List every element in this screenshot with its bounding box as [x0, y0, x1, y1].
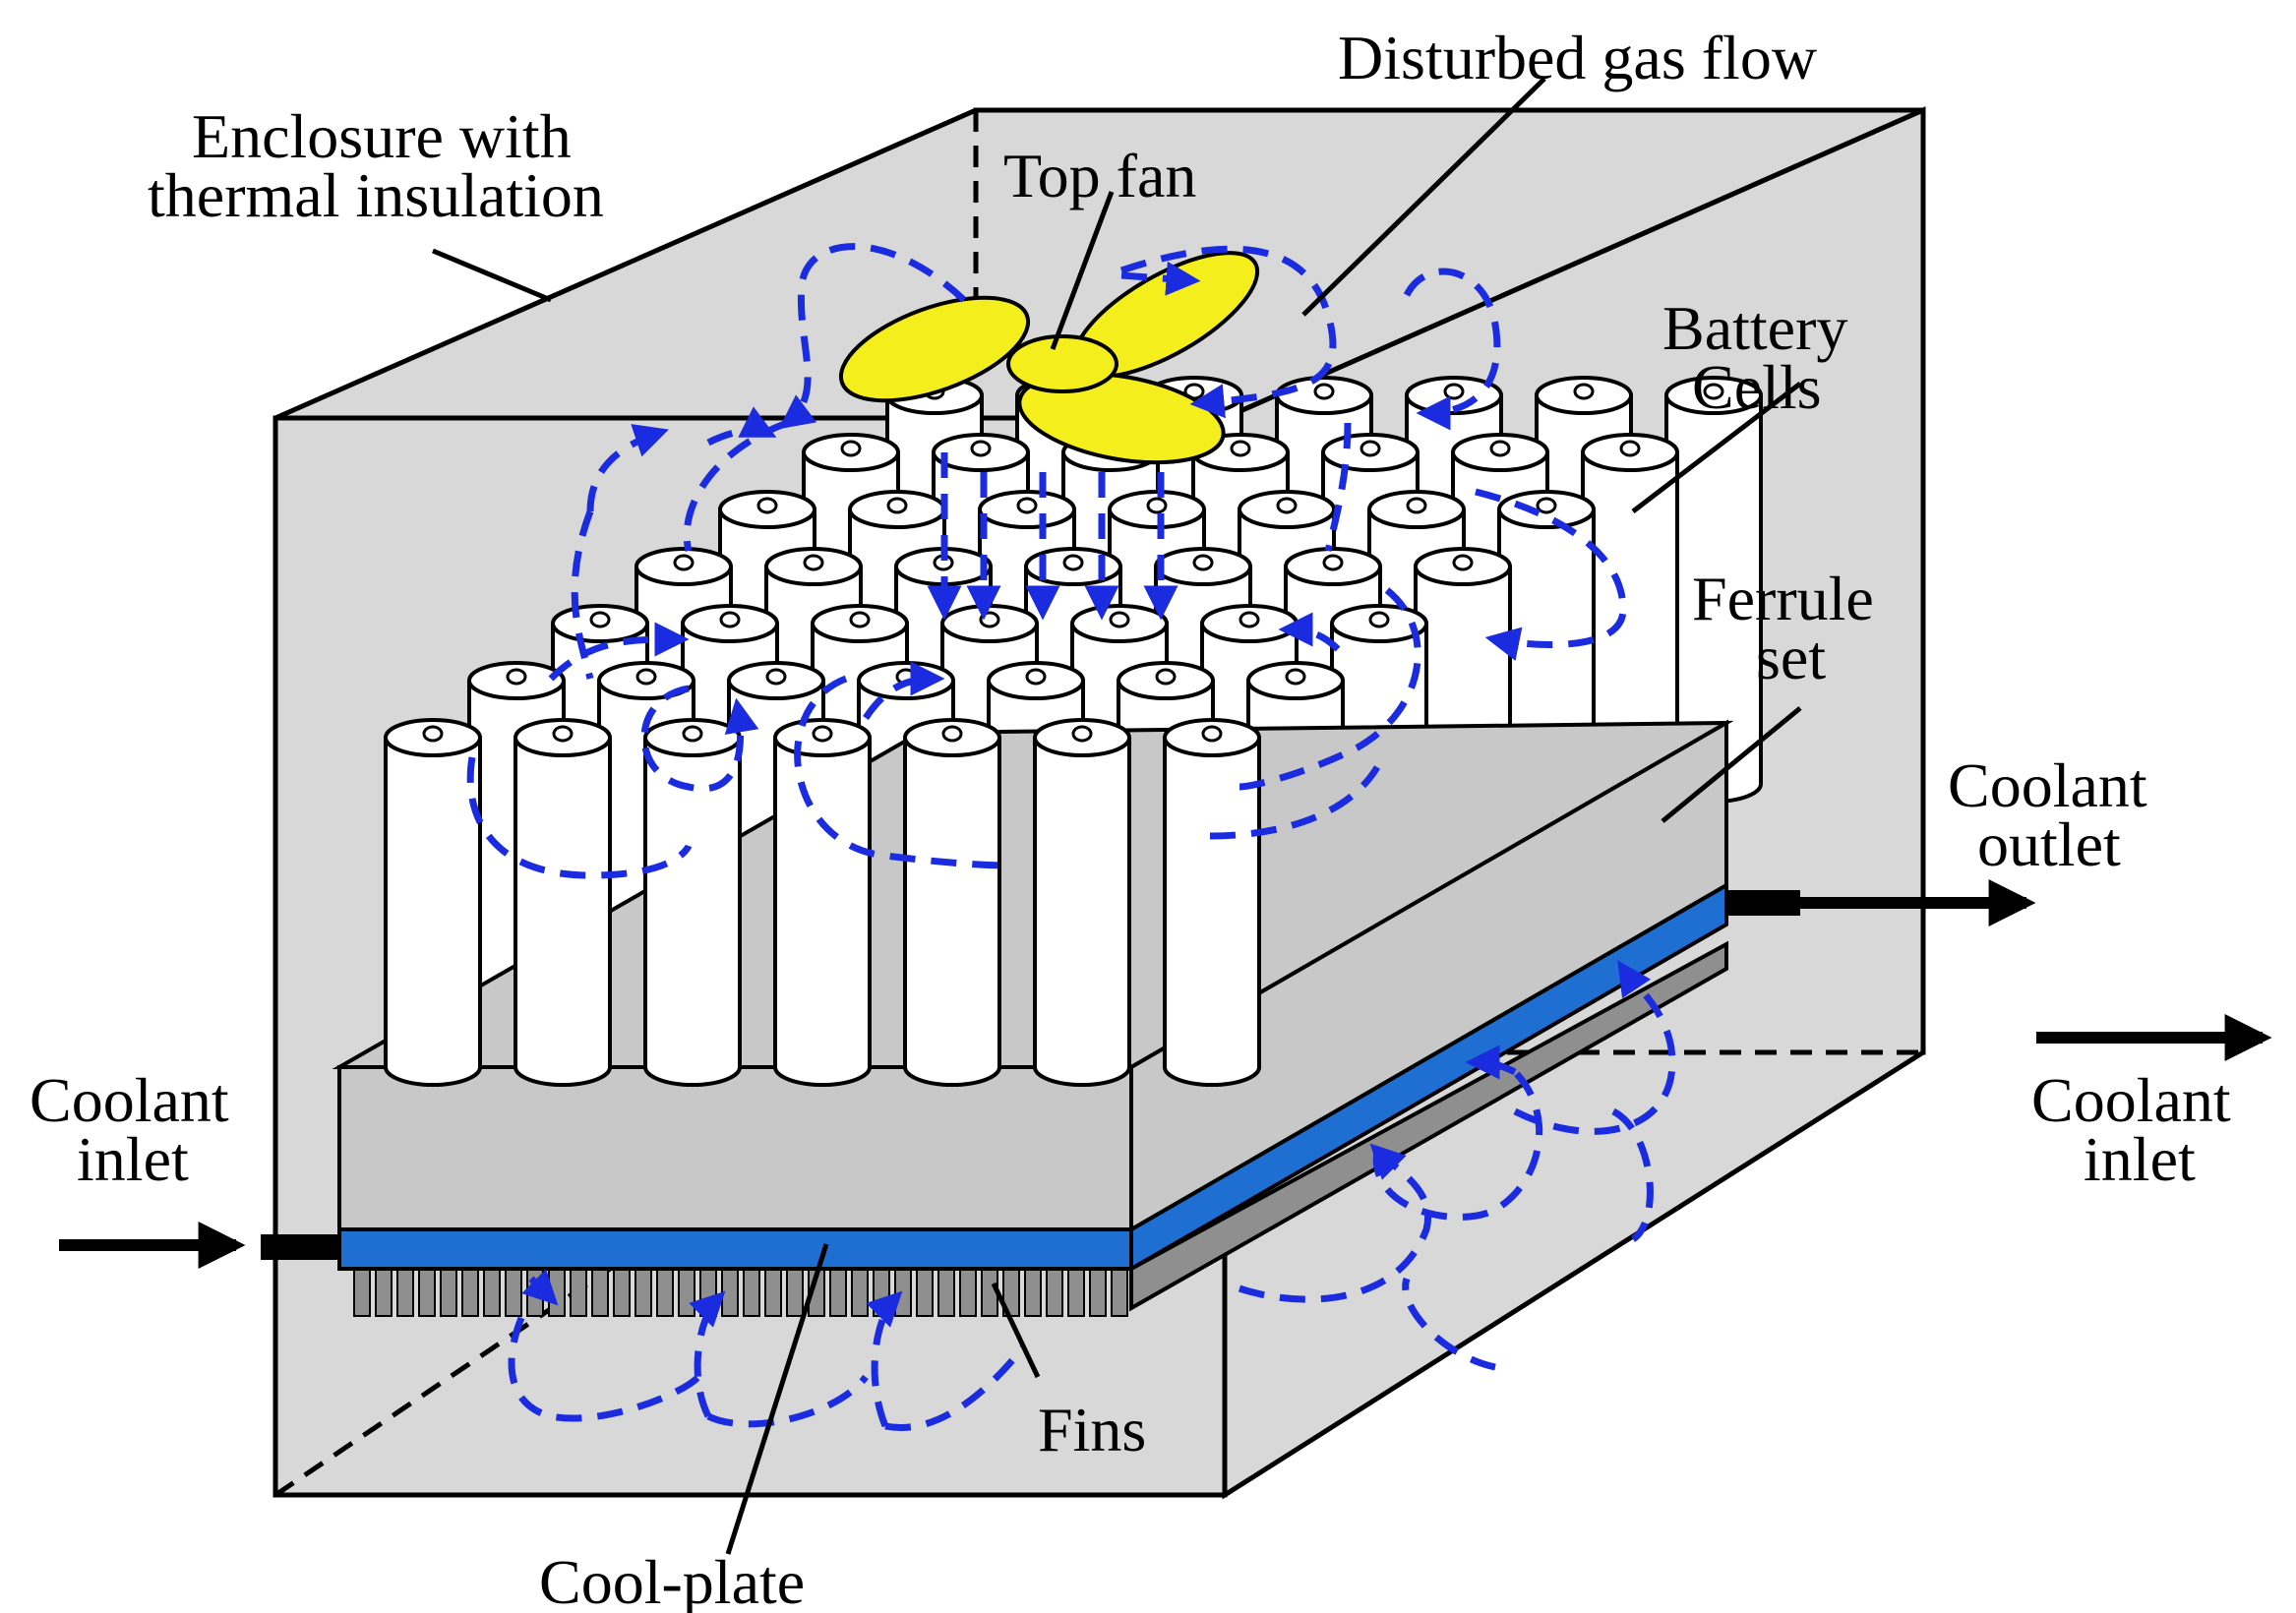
fin [1089, 1268, 1107, 1317]
fin [721, 1268, 739, 1317]
fin [375, 1268, 393, 1317]
fin [634, 1268, 652, 1317]
battery-cells-front-row [384, 718, 1261, 1087]
coolant-arrows [59, 879, 2272, 1269]
battery-cell [903, 718, 1001, 1087]
cool-plate-front [337, 1227, 1133, 1271]
fin [959, 1268, 977, 1317]
battery-cell [514, 718, 612, 1087]
fin [505, 1268, 522, 1317]
label-coolant-inlet-left-line2: inlet [77, 1124, 189, 1194]
battery-cell [643, 718, 742, 1087]
label-cool-plate: Cool-plate [539, 1547, 805, 1613]
battery-cell [773, 718, 872, 1087]
label-ferrule-set-line2: set [1756, 623, 1826, 692]
labels: Disturbed gas flow Enclosure with therma… [30, 23, 2231, 1613]
fin [764, 1268, 782, 1317]
fin [440, 1268, 457, 1317]
fin [656, 1268, 674, 1317]
fan-icon [838, 251, 1260, 465]
label-coolant-inlet-right-line2: inlet [2084, 1124, 2196, 1194]
label-coolant-inlet-left-line1: Coolant [30, 1065, 229, 1135]
fin [396, 1268, 414, 1317]
fin [937, 1268, 955, 1317]
disturbed-gas-flow-paths [466, 243, 1676, 1431]
fin [613, 1268, 631, 1317]
fin [1111, 1268, 1128, 1317]
fin [461, 1268, 479, 1317]
fin [570, 1268, 587, 1317]
label-enclosure-line2: thermal insulation [148, 160, 604, 230]
fin [483, 1268, 501, 1317]
fin [548, 1268, 566, 1317]
ferrule-set-front [337, 1065, 1133, 1231]
fin [1067, 1268, 1085, 1317]
label-enclosure-line1: Enclosure with [192, 101, 572, 171]
fin [786, 1268, 804, 1317]
fin [1024, 1268, 1042, 1317]
leader-lines [432, 77, 1802, 1555]
fin [916, 1268, 934, 1317]
battery-cell [1033, 718, 1131, 1087]
fin [699, 1268, 717, 1317]
label-fins: Fins [1038, 1395, 1146, 1464]
label-ferrule-set-line1: Ferrule [1692, 564, 1874, 633]
fin [353, 1268, 371, 1317]
label-battery-cells-line1: Battery [1662, 293, 1847, 363]
label-top-fan: Top fan [1003, 141, 1196, 210]
fin [591, 1268, 609, 1317]
label-coolant-outlet-line2: outlet [1977, 809, 2121, 879]
fin [678, 1268, 695, 1317]
battery-cell [1163, 718, 1261, 1087]
label-disturbed-gas-flow: Disturbed gas flow [1338, 23, 1817, 92]
fin [418, 1268, 436, 1317]
label-coolant-inlet-right-line1: Coolant [2031, 1065, 2231, 1135]
fin [829, 1268, 847, 1317]
label-battery-cells-line2: Cells [1692, 352, 1822, 422]
fin [743, 1268, 760, 1317]
fin [851, 1268, 869, 1317]
fin [873, 1268, 890, 1317]
fin [1046, 1268, 1063, 1317]
label-coolant-outlet-line1: Coolant [1948, 750, 2147, 820]
fin [894, 1268, 912, 1317]
battery-cell [384, 718, 482, 1087]
